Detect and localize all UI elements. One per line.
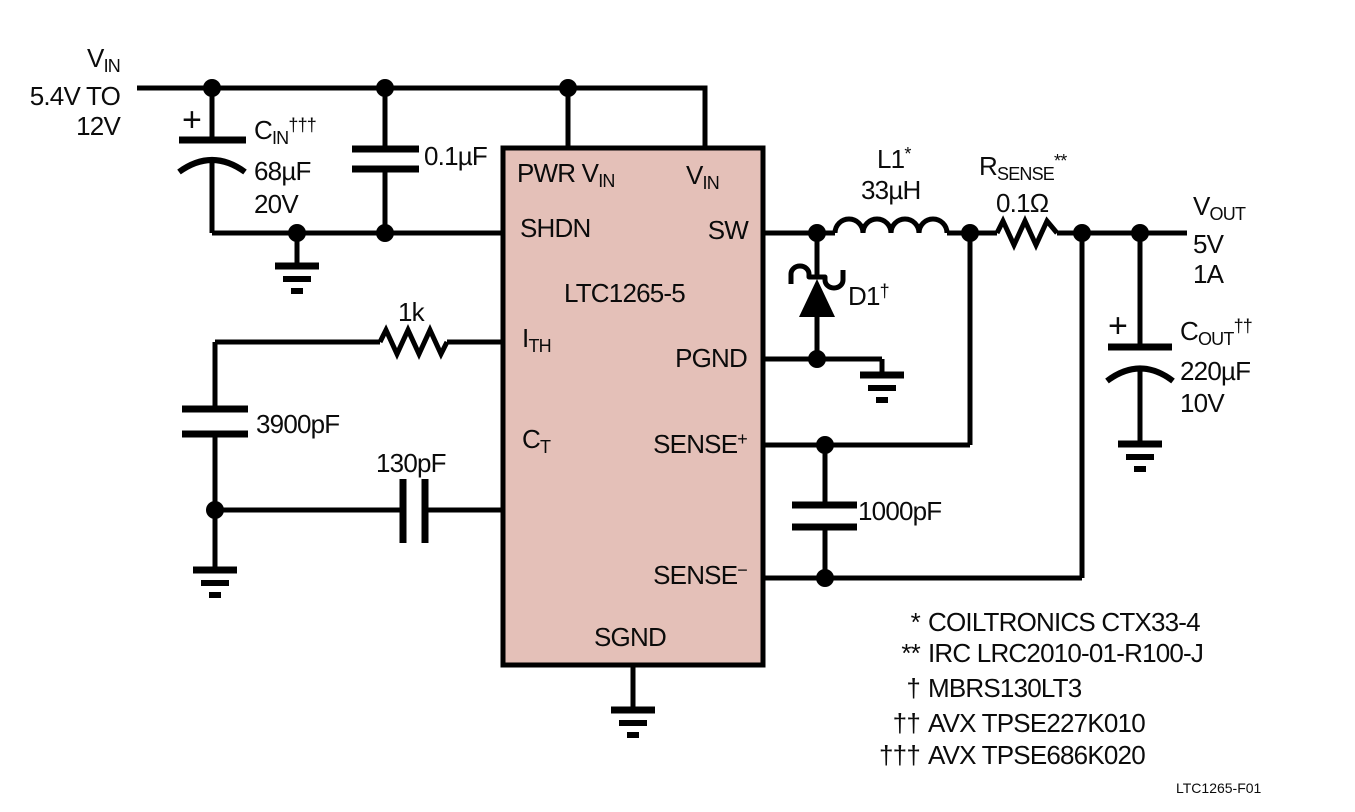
note-text: COILTRONICS CTX33-4 <box>928 607 1201 637</box>
note-avx-cout: ††AVX TPSE227K010 <box>800 708 1146 739</box>
inductor-symbol <box>832 216 950 234</box>
pin-sgnd: SGND <box>594 622 667 652</box>
figure-id: LTC1265-F01 <box>1176 780 1262 796</box>
schottky-cathode-bar <box>788 263 846 291</box>
sense-cap-symbol <box>792 445 857 578</box>
pin-shdn: SHDN <box>520 213 591 243</box>
pin-pwr-vin: PWR VIN <box>517 158 615 191</box>
ith-resistor-label: 1k <box>398 297 425 327</box>
cout-curved-plate <box>1105 365 1175 384</box>
pin-ct: CT <box>522 424 551 457</box>
junction-dots <box>203 79 1149 587</box>
rsense-name: RSENSE** <box>979 151 1067 184</box>
output-voltage: 5V <box>1193 229 1224 259</box>
note-marker: ††† <box>879 740 921 770</box>
cin-rating: 20V <box>254 189 299 219</box>
note-marker: †† <box>892 708 921 738</box>
note-mbrs: † MBRS130LT3 <box>800 673 1082 704</box>
diode-symbol <box>788 233 846 359</box>
cout-rating: 10V <box>1180 388 1225 418</box>
cin-value: 68µF <box>254 156 311 186</box>
bypass-cap-label: 0.1µF <box>424 141 488 171</box>
wire-ith <box>212 339 503 406</box>
cout-name: COUT†† <box>1180 316 1253 349</box>
ct-cap-label: 130pF <box>376 448 447 478</box>
wire-sense-plus <box>763 233 973 448</box>
note-marker: † <box>906 673 920 703</box>
note-text: IRC LRC2010-01-R100-J <box>928 638 1204 668</box>
input-voltage-label: VIN 5.4V TO 12V <box>10 43 121 141</box>
bypass-cap-symbol <box>352 88 419 233</box>
pin-sense-minus: SENSE− <box>653 560 748 590</box>
rsense-value: 0.1Ω <box>996 188 1049 218</box>
note-marker: ** <box>901 638 920 668</box>
inductor-value: 33µH <box>861 175 921 205</box>
input-range-line1: 5.4V TO <box>29 81 121 111</box>
output-net-name: VOUT <box>1193 191 1246 224</box>
input-net-name: VIN <box>87 43 121 76</box>
note-text: AVX TPSE686K020 <box>928 740 1146 770</box>
ic-part-number: LTC1265-5 <box>564 278 686 308</box>
input-range-line2: 12V <box>76 111 121 141</box>
cout-capacitor-symbol <box>1105 233 1175 442</box>
ith-resistor-symbol <box>377 323 450 361</box>
wire-input-rail <box>137 85 708 148</box>
output-voltage-label: VOUT 5V 1A <box>1193 191 1246 289</box>
sense-cap-label: 1000pF <box>858 496 942 526</box>
pin-pgnd: PGND <box>675 343 748 373</box>
output-current: 1A <box>1193 259 1224 289</box>
ic-body <box>500 145 766 668</box>
cin-polarity-plus: + <box>182 101 202 139</box>
ground-symbol-pgnd <box>860 359 904 403</box>
cout-value: 220µF <box>1180 356 1251 386</box>
note-text: AVX TPSE227K010 <box>928 708 1146 738</box>
ith-cap-label: 3900pF <box>256 409 340 439</box>
inductor-name: L1* <box>877 144 911 174</box>
cin-name: CIN††† <box>254 115 317 148</box>
ground-symbol-sgnd <box>611 665 655 738</box>
ct-cap-symbol <box>399 479 429 543</box>
pin-vin: VIN <box>686 160 720 193</box>
note-irc: ** IRC LRC2010-01-R100-J <box>800 638 1204 669</box>
diode-triangle <box>799 279 835 317</box>
cin-label: CIN††† 68µF 20V <box>254 109 317 221</box>
note-avx-cin: †††AVX TPSE686K020 <box>800 740 1146 771</box>
note-marker: * <box>910 607 921 637</box>
cout-label: COUT†† 220µF 10V <box>1180 310 1253 419</box>
ground-symbol-cout <box>1118 440 1162 472</box>
pin-ith: ITH <box>522 323 552 356</box>
pin-sw: SW <box>707 215 749 245</box>
note-coiltronics: *COILTRONICS CTX33-4 <box>800 607 1201 638</box>
pin-sense-plus: SENSE+ <box>653 429 748 459</box>
diode-name: D1† <box>848 281 890 311</box>
rsense-resistor-symbol <box>994 214 1059 252</box>
ith-cap-symbol <box>182 405 248 510</box>
note-text: MBRS130LT3 <box>928 673 1082 703</box>
cout-polarity-plus: + <box>1108 307 1128 345</box>
ground-symbol-ith <box>193 510 237 598</box>
